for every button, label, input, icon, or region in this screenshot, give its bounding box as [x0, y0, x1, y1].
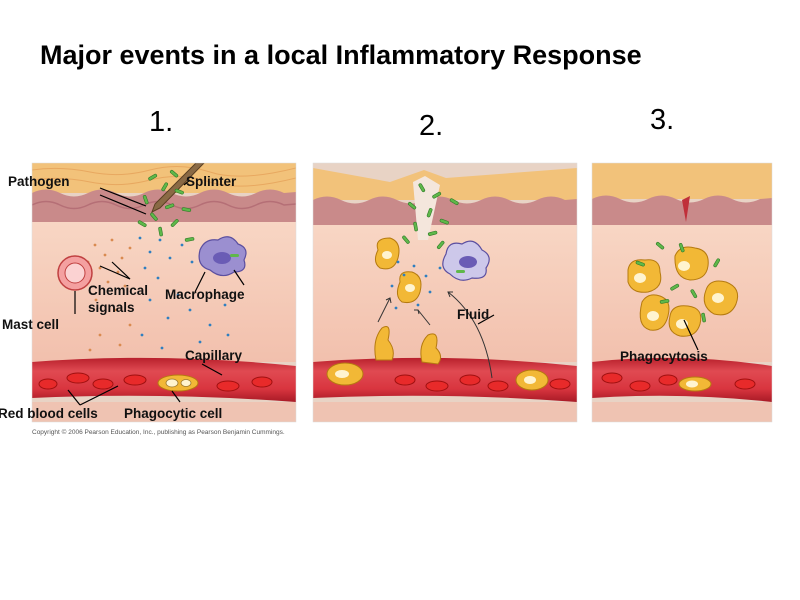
panel-3-bacteria	[635, 241, 720, 323]
panel-3-epidermis	[592, 195, 772, 230]
panel-2-signal-dots	[390, 260, 442, 310]
panel-1-splinter	[151, 163, 205, 214]
label-pathogen: Pathogen	[8, 174, 70, 189]
panel-1-red-blood-cells	[38, 372, 273, 392]
panel-1-phagocytic-cell	[157, 374, 199, 392]
panel-2-migration-arrows	[377, 291, 493, 379]
panel-2-macrophage	[442, 240, 490, 281]
slide-title: Major events in a local Inflammatory Res…	[40, 40, 642, 70]
label-macrophage: Macrophage	[165, 287, 245, 302]
label-capillary: Capillary	[185, 348, 243, 363]
panel-2-fluid-leader	[477, 314, 495, 325]
step-number-1: 1.	[149, 106, 174, 138]
panel-3	[592, 163, 772, 422]
panel-2	[313, 163, 577, 422]
panel-1-bacteria	[137, 169, 195, 242]
panel-2-wound	[413, 176, 440, 240]
panel-3-phagocytic-cell-in-capillary	[678, 376, 712, 392]
panel-1-tissue	[32, 222, 296, 362]
panel-1-leader-lines	[67, 179, 245, 406]
panel-3-red-blood-cells	[601, 372, 756, 392]
panel-1-macrophage	[198, 236, 247, 277]
panel-2-red-blood-cells	[394, 374, 571, 392]
label-phagocytosis: Phagocytosis	[620, 349, 708, 364]
label-chemical-signals-line2: signals	[88, 300, 135, 315]
panel-1-mast-cell	[57, 255, 93, 291]
panel-2-phagocytic-cells	[326, 237, 549, 391]
panel-2-epidermis	[313, 196, 577, 230]
label-fluid: Fluid	[457, 307, 489, 322]
panel-3-phagocytosis-leader	[683, 319, 699, 351]
panel-2-capillary	[313, 357, 577, 402]
panel-1	[32, 163, 296, 422]
panel-3-skin-surface	[592, 163, 772, 199]
copyright-notice: Copyright © 2006 Pearson Education, Inc.…	[32, 428, 285, 436]
label-chemical-signals-line1: Chemical	[88, 283, 148, 298]
label-splinter: Splinter	[186, 174, 237, 189]
label-mast-cell: Mast cell	[2, 317, 59, 332]
panel-2-bacteria	[402, 183, 459, 250]
step-number-2: 2.	[419, 110, 444, 142]
label-red-blood-cells: Red blood cells	[0, 406, 98, 421]
label-phagocytic-cell: Phagocytic cell	[124, 406, 222, 421]
step-number-3: 3.	[650, 104, 675, 136]
panel-2-skin-surface	[313, 168, 577, 200]
panel-3-healing-wound	[682, 196, 690, 222]
panel-1-epidermis	[32, 189, 296, 228]
panel-1-chemical-signal-dots	[86, 236, 230, 352]
